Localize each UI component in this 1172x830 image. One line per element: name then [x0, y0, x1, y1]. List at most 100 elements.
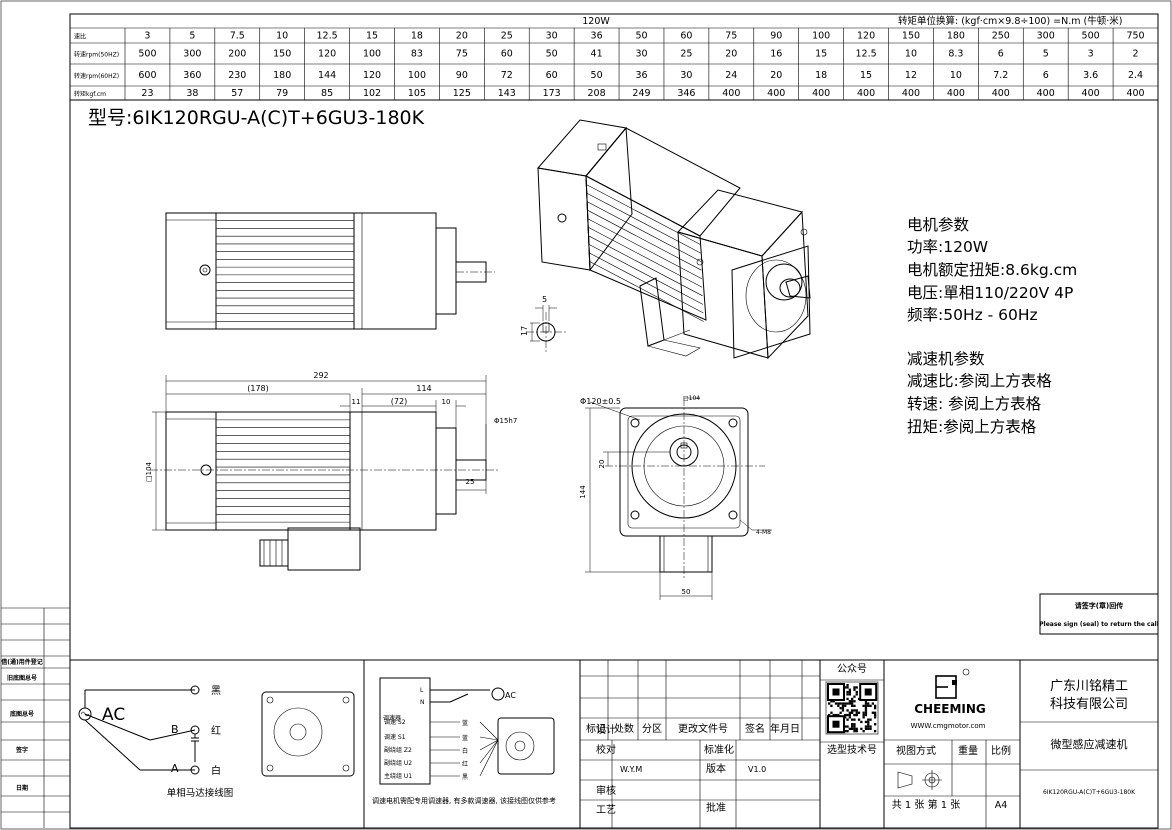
model-title: 型号:6IK120RGU-A(C)T+6GU3-180K [88, 107, 425, 129]
sign-box-cn: 请签字(章)回传 [1075, 601, 1123, 610]
wire-color-label: 白 [462, 747, 468, 755]
spec-cell: 36 [591, 31, 603, 42]
spec-cell: 60 [680, 31, 692, 42]
spec-cell: 173 [543, 88, 561, 99]
spec-cell: 360 [183, 70, 201, 81]
spec-cell: 2 [1133, 49, 1139, 60]
wire-white-label: 白 [211, 764, 221, 777]
spec-cell: 5 [189, 31, 195, 42]
spec-cell: 12.5 [855, 49, 876, 60]
spec-cell: 249 [632, 88, 650, 99]
reducer-params-heading: 减速机参数 [907, 350, 985, 368]
view-mode-label: 视图方式 [896, 744, 936, 757]
spec-cell: 50 [546, 49, 558, 60]
wire-color-label: 蓝 [462, 734, 468, 742]
sheet-count: 共 1 张 第 1 张 [892, 798, 961, 811]
revision-header: 标记 [586, 723, 606, 735]
approve-label: 批准 [706, 801, 726, 814]
body-length-label: (72) [391, 397, 407, 406]
governor-label: 调速器 [383, 714, 401, 722]
spec-cell: 30 [546, 31, 558, 42]
scale-label: 比例 [991, 744, 1011, 757]
spec-cell: 12.5 [317, 31, 338, 42]
spec-cell: 400 [722, 88, 740, 99]
motor-face-icon [497, 717, 555, 775]
company-name-line1: 广东川铭精工 [1050, 679, 1128, 694]
spec-cell: 6 [1043, 70, 1049, 81]
revision-header: 分区 [642, 723, 662, 735]
key-height-label: 17 [520, 326, 529, 336]
spec-cell: 15 [860, 70, 872, 81]
spec-cell: 20 [725, 49, 737, 60]
selection-label: 选型技术号 [827, 743, 877, 756]
motor-frequency: 频率:50Hz - 60Hz [907, 306, 1038, 324]
spec-cell: 400 [947, 88, 965, 99]
wiring1-caption: 单相马达接线图 [167, 787, 234, 799]
terminal-a-label: A [171, 762, 179, 775]
power-header: 120W [582, 16, 610, 27]
version-label: 版本 [706, 762, 726, 775]
reducer-params: 减速机参数 减速比:参阅上方表格 转速: 参阅上方表格 扭矩:参阅上方表格 [907, 350, 1052, 436]
spec-cell: 25 [501, 31, 513, 42]
spec-cell: 15 [815, 49, 827, 60]
spec-cell: 20 [770, 70, 782, 81]
spec-cell: 400 [1082, 88, 1100, 99]
screw-icon [200, 464, 212, 476]
register-label-2: 底图总号 [10, 710, 34, 718]
register-label-4: 日期 [16, 784, 28, 792]
spec-cell: 100 [812, 31, 830, 42]
spec-cell: 79 [276, 88, 288, 99]
qr-code-icon [825, 681, 879, 735]
spec-cell: 100 [408, 70, 426, 81]
motor-params: 电机参数 功率:120W 电机额定扭矩:8.6kg.cm 电压:單相110/22… [907, 216, 1077, 324]
revision-header: 年月日 [770, 722, 800, 735]
motor-side-view [165, 212, 495, 330]
paper-size: A4 [995, 800, 1008, 811]
flange-diameter-label: Φ120±0.5 [580, 397, 621, 406]
screw-icon [199, 264, 211, 276]
cable-gland-icon [259, 539, 289, 567]
spec-cell: 24 [725, 70, 737, 81]
single-phase-wiring-diagram: AC 黑 红 白 B A 单相马达接线图 [78, 685, 355, 799]
cheeming-logo [935, 668, 970, 699]
motor-params-heading: 电机参数 [907, 216, 970, 234]
spec-cell: 120 [318, 49, 336, 60]
standard-label: 标准化 [704, 743, 734, 756]
spec-cell: 75 [456, 49, 468, 60]
register-label-0: 借(通)用件登记 [0, 658, 43, 666]
register-label-1: 旧底图总号 [7, 674, 37, 682]
spec-cell: 15 [366, 31, 378, 42]
motor-torque: 电机额定扭矩:8.6kg.cm [907, 261, 1077, 279]
motor-face-icon [261, 691, 355, 777]
gear-length-label: 114 [416, 384, 431, 393]
holes-label: 4-M8 [756, 529, 771, 536]
spec-cell: 300 [183, 49, 201, 60]
height-label: 144 [579, 485, 587, 499]
sign-box-en: Please sign (seal) to return the call [1039, 621, 1159, 628]
check-label: 校对 [596, 743, 616, 756]
reducer-speed: 转速: 参阅上方表格 [907, 395, 1042, 413]
spec-cell: 72 [501, 70, 513, 81]
spec-cell: 105 [408, 88, 426, 99]
key-width-label: 5 [542, 295, 547, 304]
website: WWW.cmgmotor.com [911, 722, 986, 730]
terminal-n-label: N [420, 699, 425, 706]
wire-color-label: 红 [462, 760, 468, 768]
spec-cell: 50 [635, 31, 647, 42]
motor-voltage: 电压:單相110/220V 4P [907, 284, 1073, 302]
wire-red-label: 红 [211, 724, 221, 737]
ac-label: AC [102, 705, 125, 725]
square-label: □104 [145, 461, 153, 482]
motor-3d-view [537, 119, 811, 360]
spec-cell: 60 [501, 49, 513, 60]
spec-cell: 300 [1037, 31, 1055, 42]
left-register-strip: 借(通)用件登记 旧底图总号 底图总号 签字 日期 [0, 607, 70, 828]
revision-header: 更改文件号 [678, 722, 728, 735]
dim-20-label: 20 [598, 460, 606, 469]
spec-cell: 16 [770, 49, 782, 60]
spec-cell: 83 [411, 49, 423, 60]
spec-cell: 150 [273, 49, 291, 60]
projection-symbol-icon [897, 770, 942, 790]
torque-conversion-note: 转矩单位换算: (kgf·cm×9.8÷100) =N.m (牛顿·米) [898, 15, 1122, 27]
